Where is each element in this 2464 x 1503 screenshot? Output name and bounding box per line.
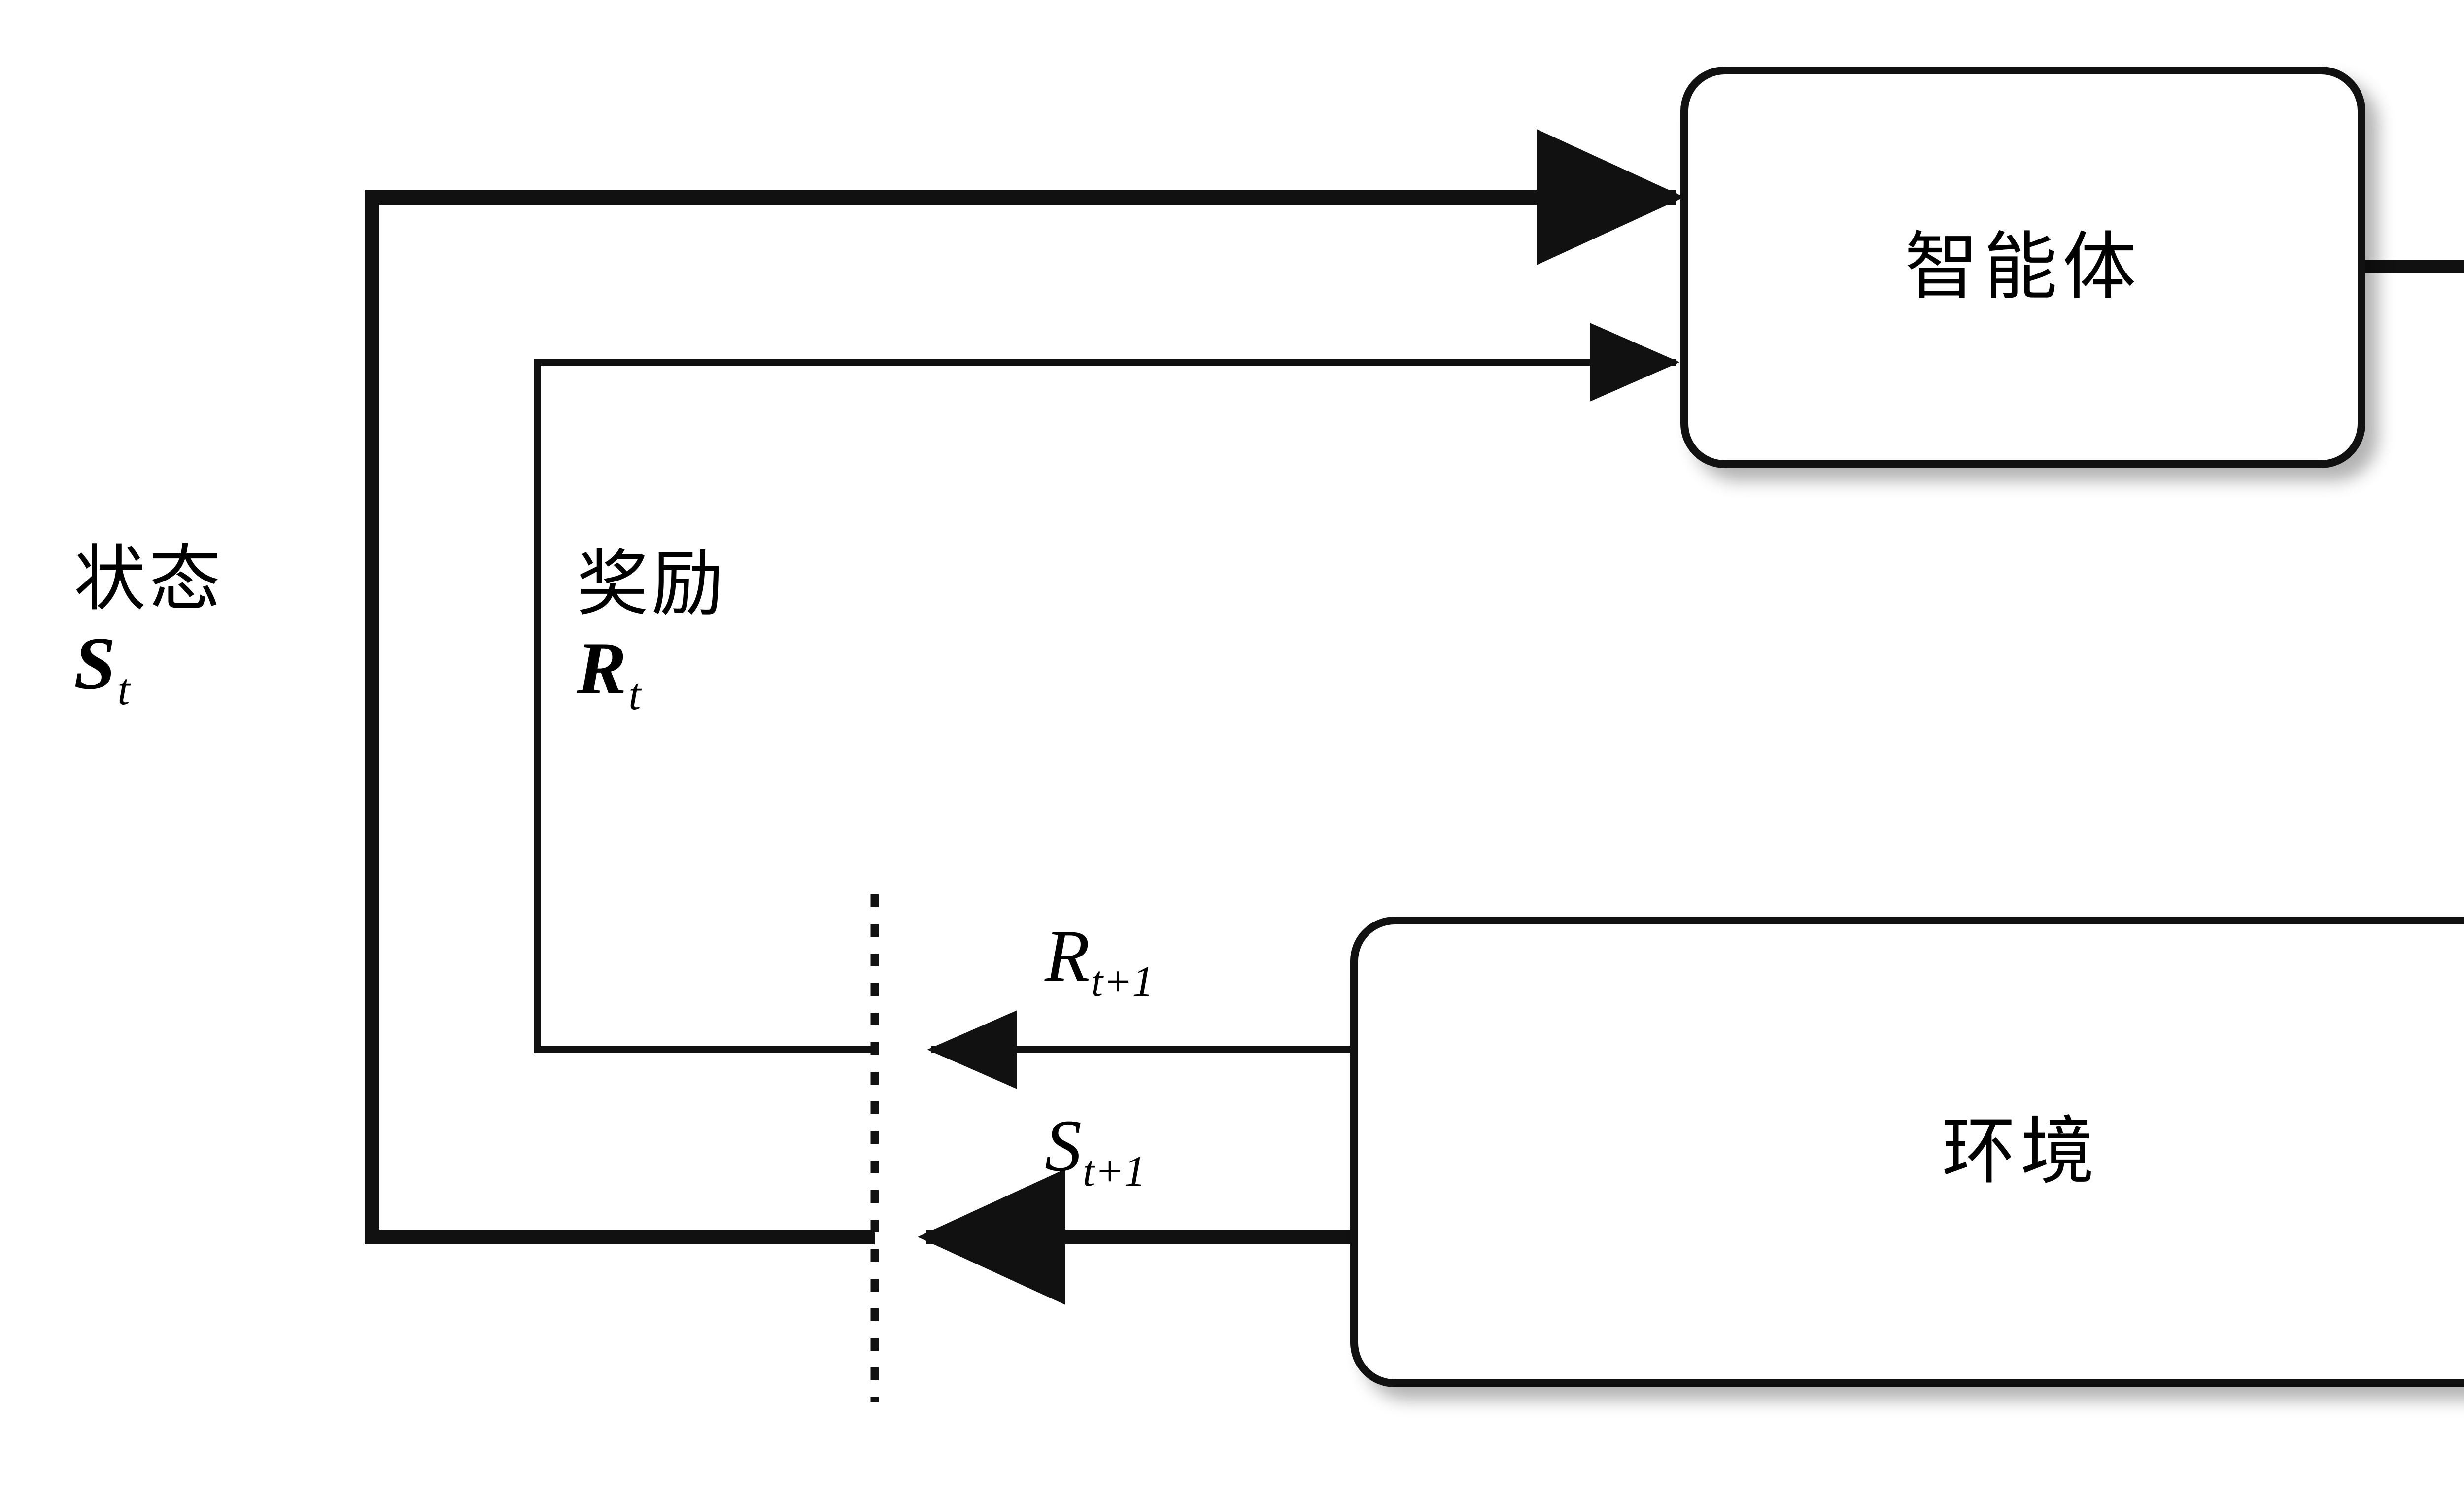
state-next-label: St+1 — [1045, 1109, 1146, 1194]
environment-box[interactable]: 环境 — [1350, 917, 2464, 1387]
agent-box[interactable]: 智能体 — [1680, 67, 2365, 468]
reward-next-label: Rt+1 — [1045, 919, 1154, 1004]
reward-symbol-base: R — [577, 627, 627, 710]
reward-connector — [534, 323, 1680, 1089]
reward-label-cjk: 奖励 — [577, 545, 726, 624]
state-label: 状态 St — [74, 542, 224, 713]
environment-box-label: 环境 — [1941, 1111, 2099, 1193]
reward-symbol-subscript: t — [628, 670, 641, 719]
state-label-cjk: 状态 — [74, 540, 224, 619]
state-label-symbol: St — [74, 624, 224, 713]
state-next-base: S — [1045, 1105, 1082, 1187]
reward-label-symbol: Rt — [577, 629, 726, 718]
reward-next-subscript: t+1 — [1091, 958, 1154, 1006]
reward-next-base: R — [1045, 915, 1090, 997]
agent-box-label: 智能体 — [1904, 226, 2141, 308]
reward-label: 奖励 Rt — [577, 547, 726, 718]
state-symbol-base: S — [74, 622, 116, 705]
state-symbol-subscript: t — [117, 665, 130, 714]
state-connector — [365, 129, 1685, 1305]
state-next-subscript: t+1 — [1083, 1148, 1146, 1196]
